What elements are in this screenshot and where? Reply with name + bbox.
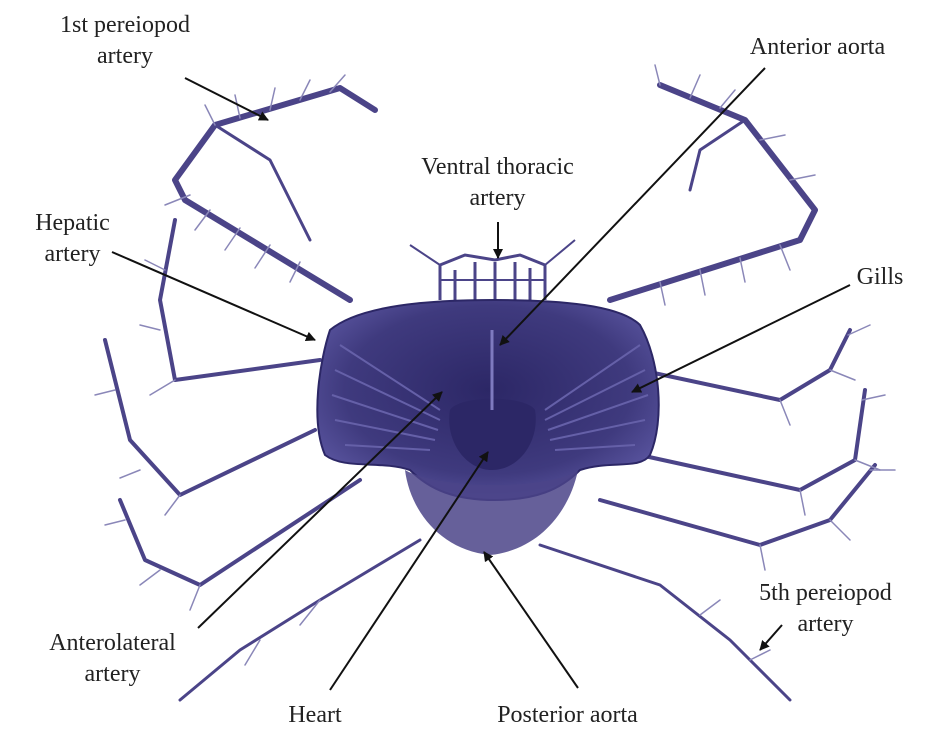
leader-hepatic: [112, 252, 315, 340]
label-ventral-thoracic-artery: Ventral thoracic artery: [385, 152, 610, 214]
label-anterior-aorta: Anterior aorta: [715, 32, 920, 63]
label-hepatic-artery: Hepatic artery: [5, 208, 140, 270]
leader-posterior-aorta: [484, 552, 578, 688]
left-leg-5-vessel: [180, 540, 420, 700]
label-anterolateral-artery: Anterolateral artery: [15, 628, 210, 690]
left-cheliped-vessel-branch: [215, 125, 310, 240]
label-gills: Gills: [840, 262, 920, 293]
left-cheliped-vessel: [175, 88, 375, 300]
right-cheliped-vessel: [610, 85, 815, 300]
body-cast: [317, 300, 658, 555]
right-leg-3-vessel: [640, 390, 865, 490]
left-leg-4-vessel: [120, 480, 360, 585]
label-1st-pereiopod-artery: 1st pereiopod artery: [20, 10, 230, 72]
label-heart: Heart: [265, 700, 365, 731]
right-cheliped-vessel-branch: [690, 120, 745, 190]
leader-pereiopod1: [185, 78, 268, 120]
right-leg-2-vessel: [640, 330, 850, 400]
ventral-thoracic-network: [410, 240, 575, 300]
left-leg-2-vessel: [160, 220, 320, 380]
label-posterior-aorta: Posterior aorta: [455, 700, 680, 731]
label-5th-pereiopod-artery: 5th pereiopod artery: [728, 578, 923, 640]
